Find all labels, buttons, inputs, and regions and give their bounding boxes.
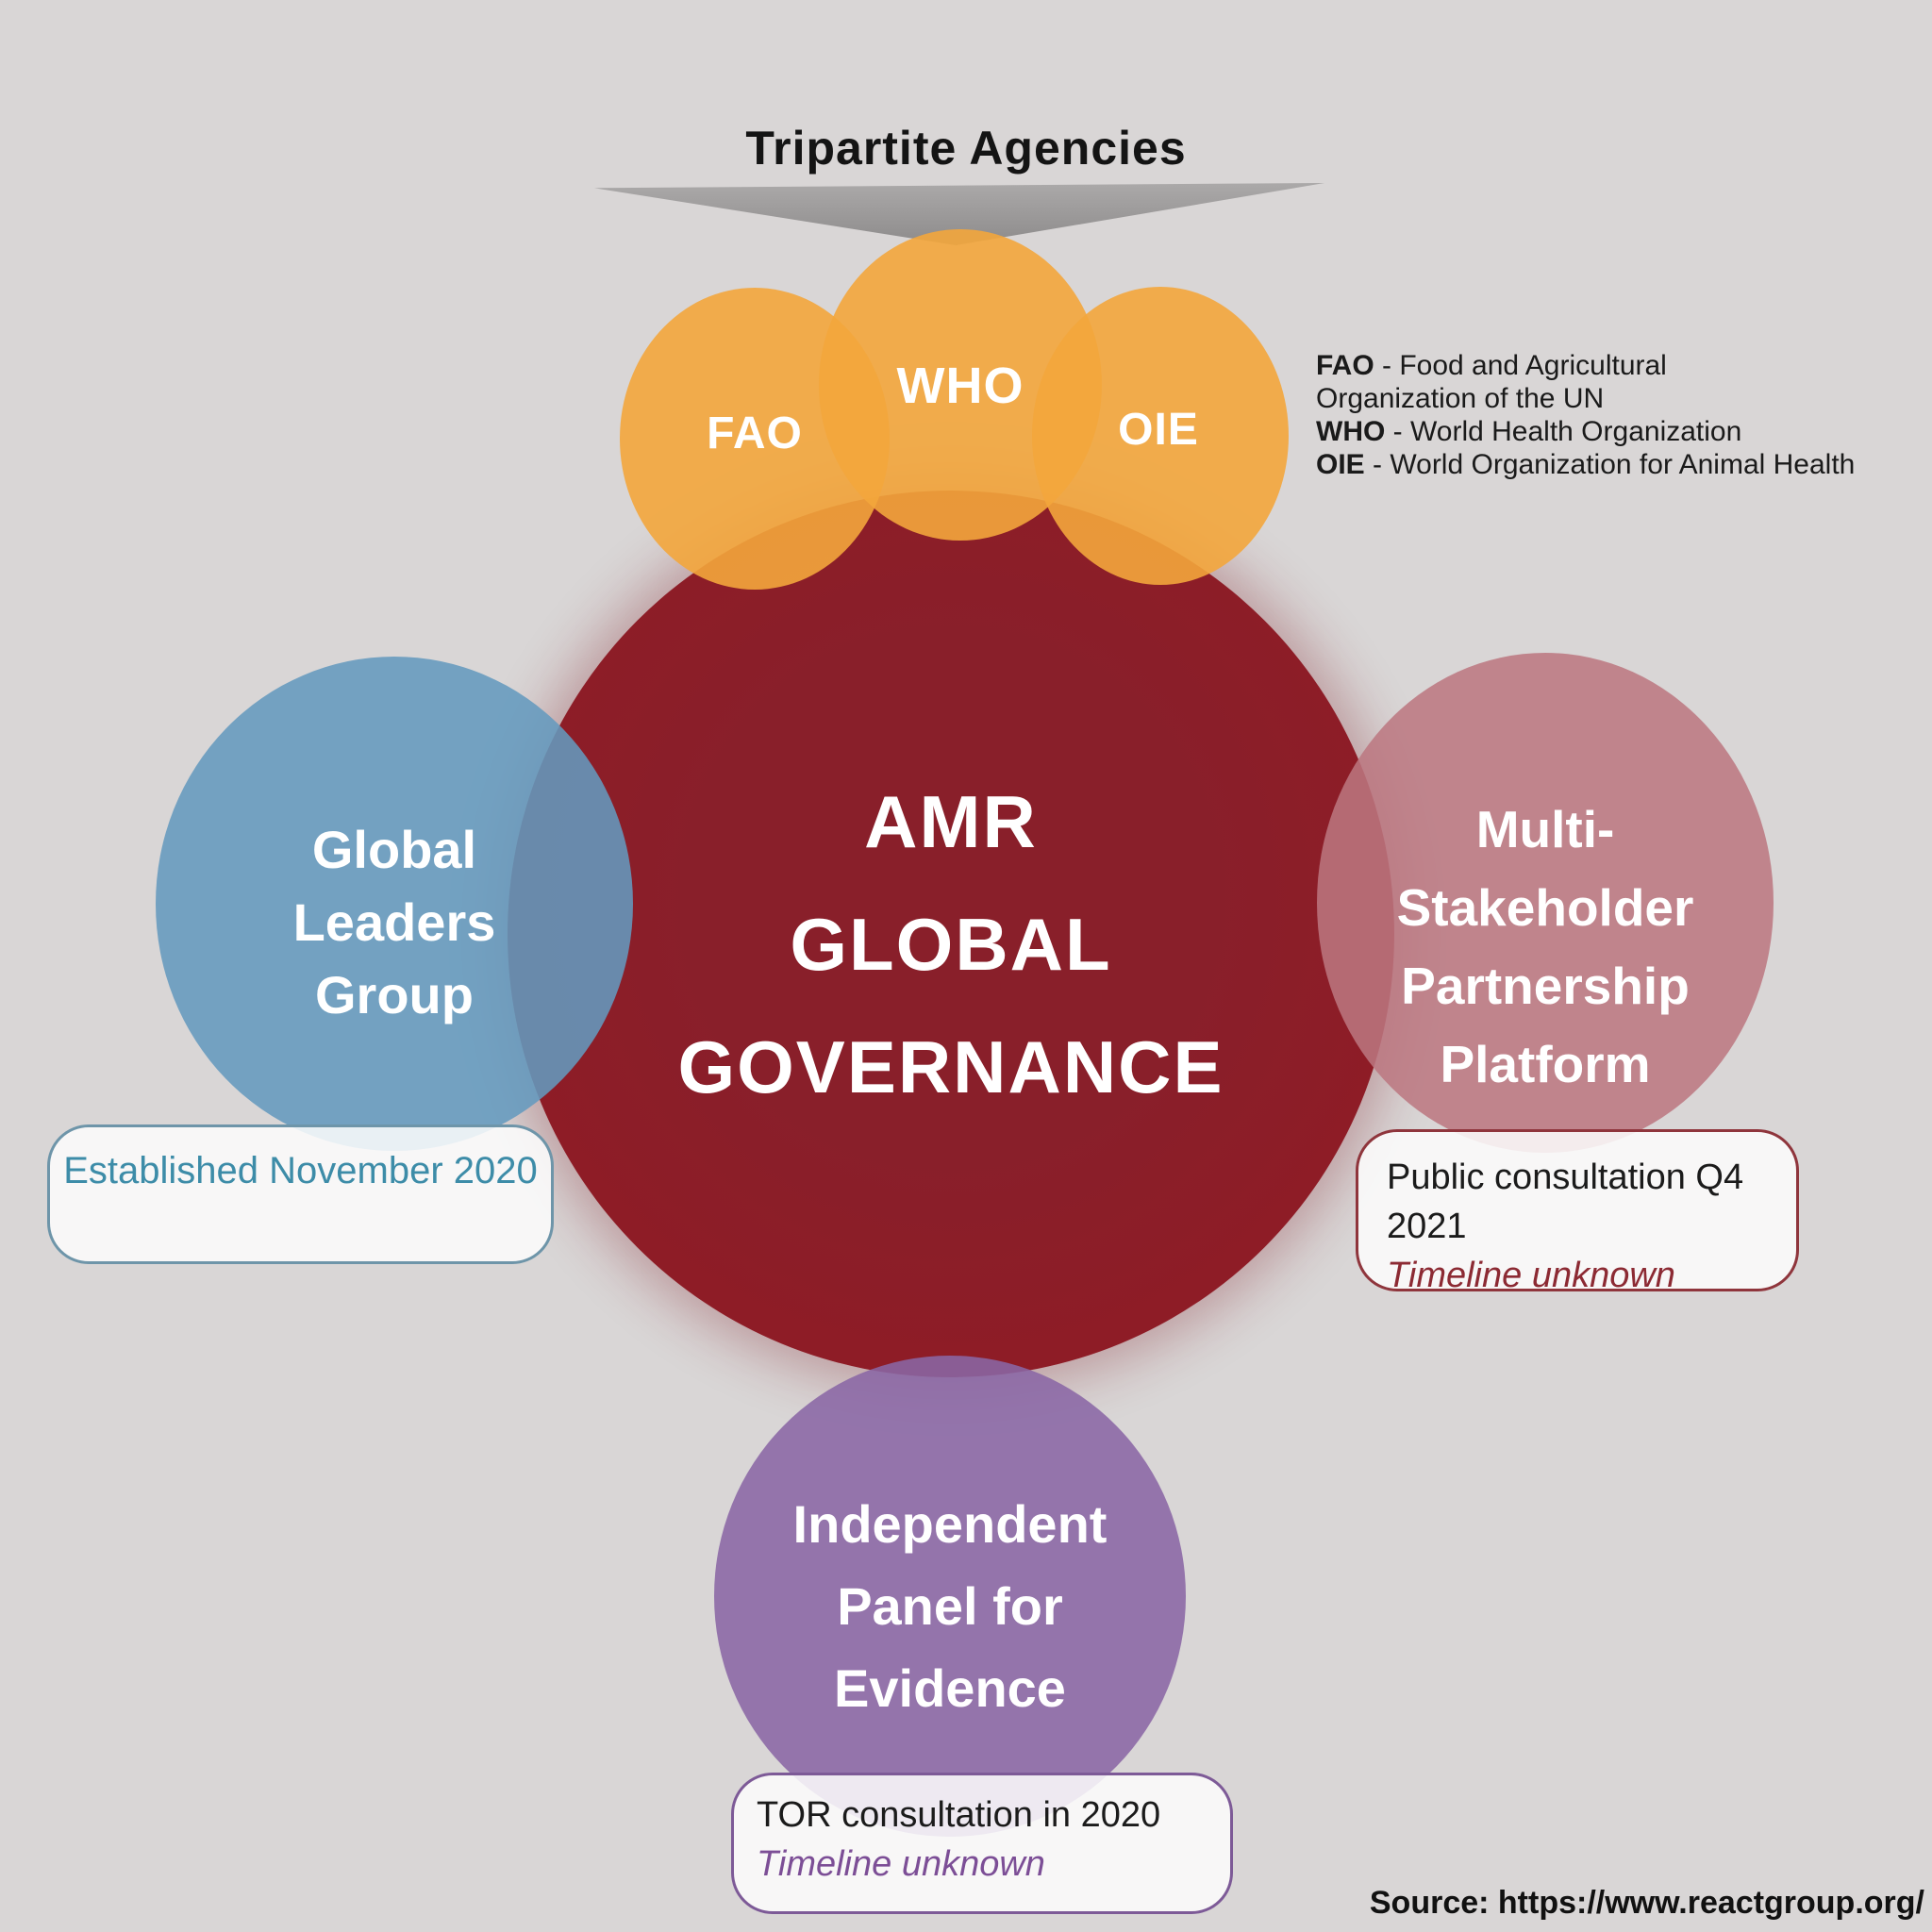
source-attribution: Source: https://www.reactgroup.org/ xyxy=(1369,1885,1924,1921)
legend-oie-abbr: OIE xyxy=(1316,449,1365,480)
agency-legend: FAO - Food and Agricultural Organization… xyxy=(1316,349,1910,481)
legend-item-fao-line2: Organization of the UN xyxy=(1316,383,1605,414)
right-label-line4: Platform xyxy=(1440,1035,1651,1093)
legend-who-abbr: WHO xyxy=(1316,416,1386,447)
left-label-line2: Leaders xyxy=(292,892,496,952)
established-note-box: Established November 2020 xyxy=(47,1124,554,1264)
bottom-timeline-text: Timeline unknown xyxy=(757,1844,1045,1884)
right-label-line3: Partnership xyxy=(1401,957,1690,1015)
legend-fao-abbr: FAO xyxy=(1316,350,1374,381)
legend-item-who: WHO - World Health Organization xyxy=(1316,415,1910,448)
fao-label: FAO xyxy=(707,408,803,458)
legend-item-fao: FAO - Food and Agricultural xyxy=(1316,349,1910,382)
center-title-line2: GLOBAL xyxy=(790,903,1112,986)
left-label-line3: Group xyxy=(315,965,474,1024)
public-consultation-text: Public consultation Q4 2021 xyxy=(1387,1158,1744,1246)
multi-stakeholder-platform-label: Multi- Stakeholder Partnership Platform xyxy=(1338,791,1753,1104)
legend-who-text: - World Health Organization xyxy=(1392,416,1742,447)
bottom-label-line3: Evidence xyxy=(834,1658,1066,1718)
legend-oie-text: - World Organization for Animal Health xyxy=(1373,449,1856,480)
tor-consultation-note-box: TOR consultation in 2020 Timeline unknow… xyxy=(731,1773,1233,1914)
center-title: AMR GLOBAL GOVERNANCE xyxy=(508,760,1394,1128)
public-consultation-note-box: Public consultation Q4 2021 Timeline unk… xyxy=(1356,1129,1799,1295)
left-label-line1: Global xyxy=(311,820,477,879)
right-timeline-text: Timeline unknown xyxy=(1387,1256,1675,1295)
center-title-line1: AMR xyxy=(864,780,1038,863)
oie-label: OIE xyxy=(1118,405,1199,455)
legend-fao-text: - Food and Agricultural xyxy=(1382,350,1667,381)
global-leaders-group-circle xyxy=(156,657,633,1151)
global-leaders-group-label: Global Leaders Group xyxy=(206,813,583,1031)
tor-consultation-text: TOR consultation in 2020 xyxy=(757,1795,1161,1835)
independent-panel-label: Independent Panel for Evidence xyxy=(738,1483,1162,1729)
independent-panel-circle xyxy=(714,1356,1186,1837)
established-note-text: Established November 2020 xyxy=(63,1150,538,1191)
bottom-label-line2: Panel for xyxy=(837,1576,1063,1636)
multi-stakeholder-platform-circle xyxy=(1317,653,1774,1153)
bottom-label-line1: Independent xyxy=(792,1494,1108,1554)
amr-global-governance-circle xyxy=(508,491,1394,1377)
legend-item-oie: OIE - World Organization for Animal Heal… xyxy=(1316,448,1910,481)
who-label: WHO xyxy=(896,358,1024,414)
right-label-line1: Multi- xyxy=(1475,800,1615,858)
diagram-title: Tripartite Agencies xyxy=(745,122,1187,175)
oie-circle xyxy=(1032,287,1289,585)
right-label-line2: Stakeholder xyxy=(1396,878,1694,937)
center-title-line3: GOVERNANCE xyxy=(677,1025,1224,1108)
